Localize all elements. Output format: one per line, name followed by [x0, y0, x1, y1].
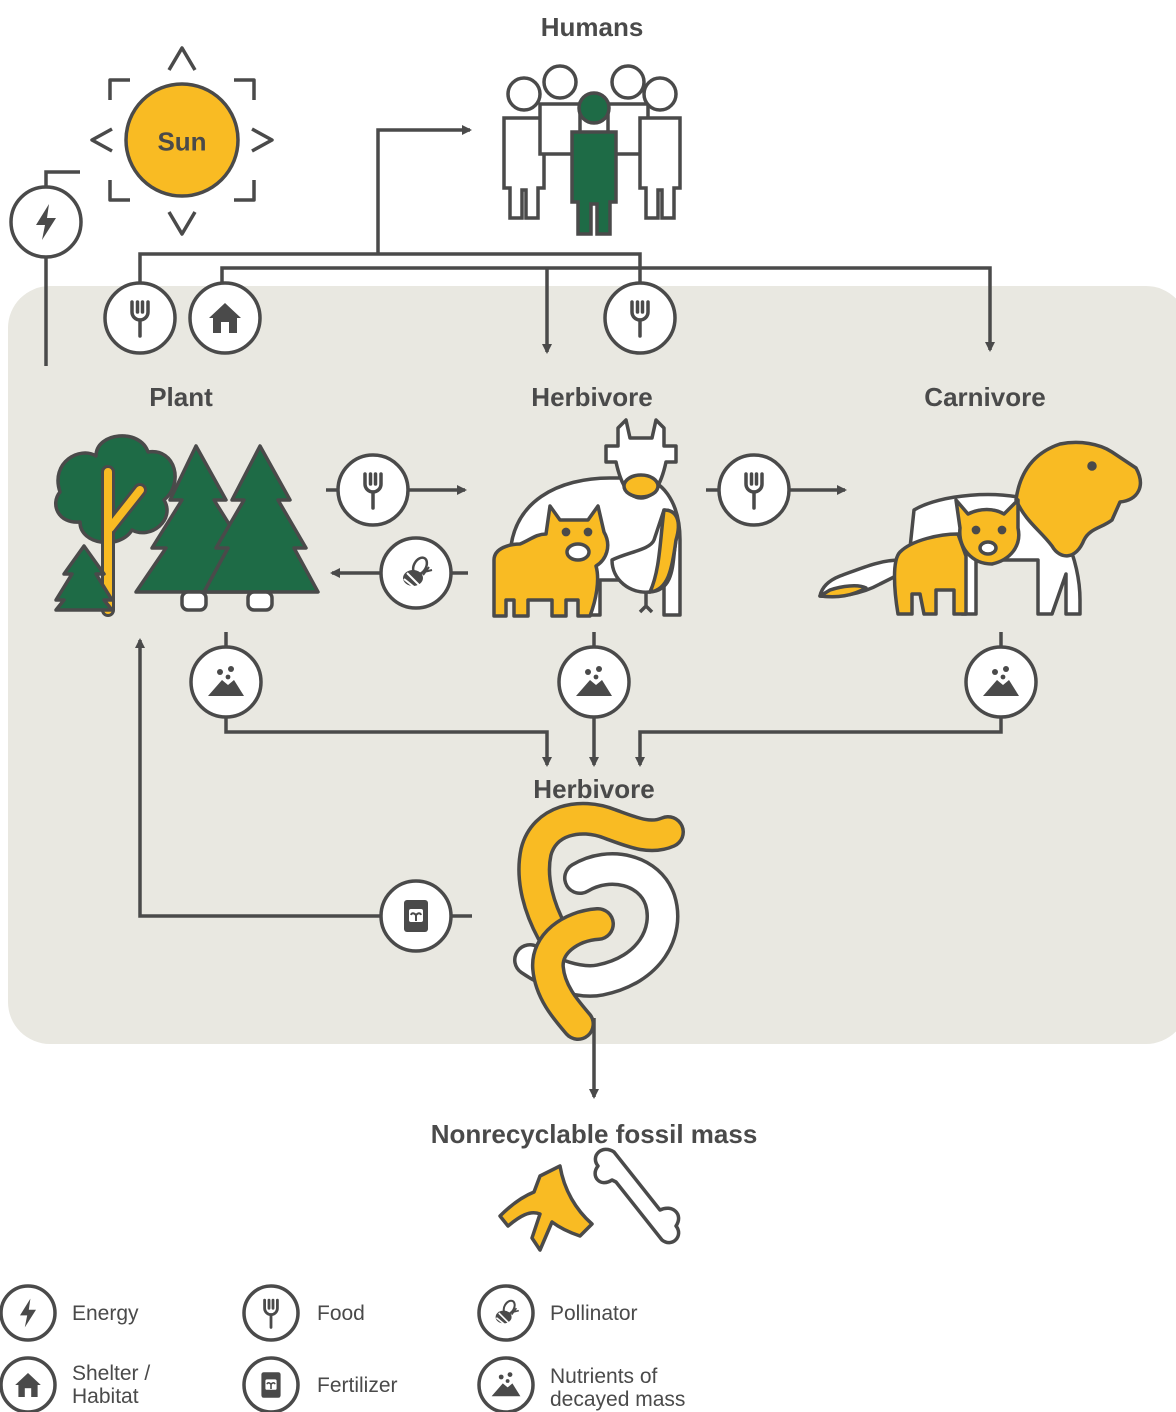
humans-illustration — [502, 64, 682, 236]
carnivore-label: Carnivore — [924, 382, 1046, 412]
nutrients-icon — [189, 645, 263, 719]
legend-nutrients-line1: Nutrients of — [550, 1365, 658, 1388]
legend-shelter-line2: Habitat — [72, 1385, 139, 1408]
fertilizer-icon — [242, 1356, 300, 1412]
nutrients-icon — [964, 645, 1038, 719]
sun-label: Sun — [157, 126, 207, 157]
humans-label: Humans — [540, 12, 644, 42]
legend-energy-label: Energy — [72, 1302, 139, 1325]
food-icon — [103, 281, 177, 355]
fertilizer-icon — [379, 879, 453, 953]
fossil-label: Nonrecyclable fossil mass — [430, 1119, 758, 1149]
food-icon — [603, 281, 677, 355]
herbivore-illustration — [492, 418, 682, 618]
food-icon — [717, 453, 791, 527]
legend-shelter-label: Shelter / Habitat — [72, 1362, 150, 1408]
plant-label: Plant — [149, 382, 213, 412]
legend-nutrients-label: Nutrients of decayed mass — [550, 1365, 685, 1411]
shelter-icon — [188, 281, 262, 355]
food-icon — [336, 453, 410, 527]
pollinator-icon — [477, 1284, 535, 1342]
herbivore-label: Herbivore — [531, 382, 653, 412]
decomposer-label: Herbivore — [533, 774, 655, 804]
sun-icon — [90, 46, 274, 236]
nutrients-icon — [477, 1356, 535, 1412]
carnivore-illustration — [818, 440, 1142, 616]
plant-illustration — [54, 434, 320, 617]
fossil-illustration — [498, 1147, 681, 1252]
legend-nutrients-line2: decayed mass — [550, 1388, 686, 1411]
legend-pollinator-label: Pollinator — [550, 1302, 638, 1325]
flow-icons — [9, 185, 1038, 953]
legend-fertilizer-label: Fertilizer — [317, 1374, 398, 1397]
legend-shelter-line1: Shelter / — [72, 1362, 151, 1385]
nutrients-icon — [557, 645, 631, 719]
decomposer-illustration — [513, 801, 685, 1041]
energy-icon — [9, 185, 83, 259]
pollinator-icon — [379, 536, 453, 610]
shelter-icon — [0, 1356, 57, 1412]
energy-icon — [0, 1284, 57, 1342]
legend-food-label: Food — [317, 1302, 365, 1325]
legend-icons — [0, 1284, 535, 1412]
food-icon — [242, 1284, 300, 1342]
